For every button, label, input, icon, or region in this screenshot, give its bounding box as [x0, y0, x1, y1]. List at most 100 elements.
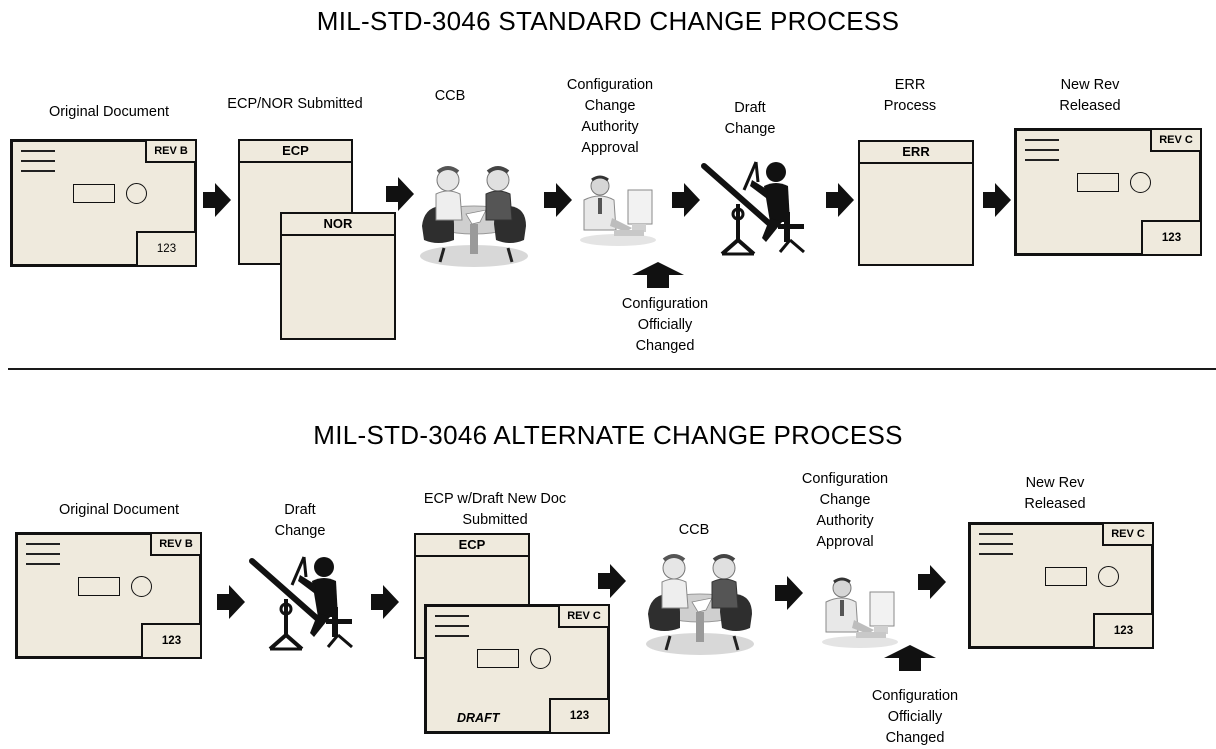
- label-ecp-draft-line-2: Submitted: [462, 512, 528, 528]
- document-number-box: 123: [549, 698, 610, 734]
- text-lines-icon: [435, 615, 469, 645]
- label-ecp-draft-submitted: ECP w/Draft New Doc Submitted: [405, 489, 585, 531]
- err-form: ERR: [858, 140, 974, 266]
- label-new-rev-released: New Rev Released: [1040, 75, 1140, 117]
- section-divider: [8, 368, 1216, 370]
- right-arrow-icon: [672, 183, 700, 217]
- ccb-meeting-icon: [646, 554, 754, 655]
- label-approval-line-1: Configuration: [801, 471, 889, 487]
- label-approval-line-4: Approval: [816, 534, 874, 550]
- label-draft-line-2: Change: [274, 523, 326, 539]
- label-draft-line-1: Draft: [284, 502, 316, 518]
- label-approval-line-3: Authority: [816, 513, 874, 529]
- right-arrow-icon: [826, 183, 854, 217]
- document-number-box: 123: [141, 623, 202, 659]
- text-lines-icon: [26, 543, 60, 573]
- label-err-process: ERR Process: [860, 75, 960, 117]
- standard-process-title: MIL-STD-3046 STANDARD CHANGE PROCESS: [316, 6, 900, 36]
- right-arrow-icon: [203, 183, 231, 217]
- label-official-line-2: Officially: [887, 709, 943, 725]
- original-document-rev-b: REV B 123: [10, 139, 197, 267]
- ecp-form-header: ECP: [416, 535, 528, 557]
- document-number-box: 123: [136, 231, 197, 267]
- label-approval-line-2: Change: [819, 492, 871, 508]
- label-official-line-1: Configuration: [871, 688, 959, 704]
- label-new-rev-line-1: New Rev: [1060, 77, 1120, 93]
- alternate-process-title: MIL-STD-3046 ALTERNATE CHANGE PROCESS: [313, 420, 903, 450]
- nor-form: NOR: [280, 212, 396, 340]
- label-official-line-1: Configuration: [621, 296, 709, 312]
- ecp-form-header: ECP: [240, 141, 351, 163]
- label-approval: Configuration Change Authority Approval: [545, 75, 675, 159]
- circle-symbol: [131, 576, 152, 597]
- right-arrow-icon: [386, 177, 414, 211]
- right-arrow-icon: [217, 585, 245, 619]
- rectangle-symbol: [1077, 173, 1119, 192]
- rectangle-symbol: [477, 649, 519, 668]
- label-official-line-3: Changed: [885, 730, 945, 746]
- circle-symbol: [1130, 172, 1151, 193]
- label-new-rev-released: New Rev Released: [1005, 473, 1105, 515]
- circle-symbol: [126, 183, 147, 204]
- revision-box: REV C: [1150, 128, 1202, 152]
- label-new-rev-line-2: Released: [1059, 98, 1121, 114]
- right-arrow-icon: [918, 565, 946, 599]
- right-arrow-icon: [775, 576, 803, 610]
- label-approval: Configuration Change Authority Approval: [780, 469, 910, 553]
- nor-form-header: NOR: [282, 214, 394, 236]
- label-draft-change: Draft Change: [705, 98, 795, 140]
- label-new-rev-line-1: New Rev: [1025, 475, 1085, 491]
- approver-at-computer-icon: [822, 577, 898, 648]
- revision-box: REV B: [145, 139, 197, 163]
- label-ccb: CCB: [434, 88, 466, 104]
- label-approval-line-4: Approval: [581, 140, 639, 156]
- text-lines-icon: [21, 150, 55, 180]
- drafter-at-table-icon: [701, 161, 805, 256]
- circle-symbol: [1098, 566, 1119, 587]
- revision-box: REV B: [150, 532, 202, 556]
- label-err-line-1: ERR: [894, 77, 926, 93]
- err-form-header: ERR: [860, 142, 972, 164]
- revision-box: REV C: [558, 604, 610, 628]
- document-number-box: 123: [1093, 613, 1154, 649]
- rectangle-symbol: [1045, 567, 1087, 586]
- approver-at-computer-icon: [580, 175, 656, 246]
- original-document-rev-b: REV B 123: [15, 532, 202, 659]
- up-arrow-icon: [884, 645, 936, 671]
- right-arrow-icon: [983, 183, 1011, 217]
- document-number-box: 123: [1141, 220, 1202, 256]
- label-new-rev-line-2: Released: [1024, 496, 1086, 512]
- label-ccb: CCB: [678, 522, 710, 538]
- label-err-line-2: Process: [883, 98, 937, 114]
- label-original-document: Original Document: [58, 502, 180, 518]
- draft-document-rev-c: REV C 123 DRAFT: [424, 604, 610, 734]
- label-configuration-officially-changed: Configuration Officially Changed: [600, 294, 730, 357]
- label-official-line-3: Changed: [635, 338, 695, 354]
- label-official-line-2: Officially: [637, 317, 693, 333]
- label-approval-line-1: Configuration: [566, 77, 654, 93]
- label-draft-line-1: Draft: [734, 100, 766, 116]
- label-draft-line-2: Change: [724, 121, 776, 137]
- label-ecp-nor-submitted: ECP/NOR Submitted: [227, 96, 363, 112]
- ccb-meeting-icon: [420, 166, 528, 267]
- label-approval-line-2: Change: [584, 98, 636, 114]
- new-document-rev-c: REV C 123: [1014, 128, 1202, 256]
- label-ecp-draft-line-1: ECP w/Draft New Doc: [423, 491, 567, 507]
- right-arrow-icon: [598, 564, 626, 598]
- drafter-at-table-icon: [249, 556, 353, 651]
- label-approval-line-3: Authority: [581, 119, 639, 135]
- text-lines-icon: [1025, 139, 1059, 169]
- rectangle-symbol: [78, 577, 120, 596]
- label-draft-change: Draft Change: [260, 500, 340, 542]
- rectangle-symbol: [73, 184, 115, 203]
- up-arrow-icon: [632, 262, 684, 288]
- circle-symbol: [530, 648, 551, 669]
- label-original-document: Original Document: [48, 104, 170, 120]
- right-arrow-icon: [544, 183, 572, 217]
- text-lines-icon: [979, 533, 1013, 563]
- new-document-rev-c: REV C 123: [968, 522, 1154, 649]
- label-configuration-officially-changed: Configuration Officially Changed: [850, 686, 980, 749]
- revision-box: REV C: [1102, 522, 1154, 546]
- right-arrow-icon: [371, 585, 399, 619]
- draft-watermark: DRAFT: [457, 711, 500, 725]
